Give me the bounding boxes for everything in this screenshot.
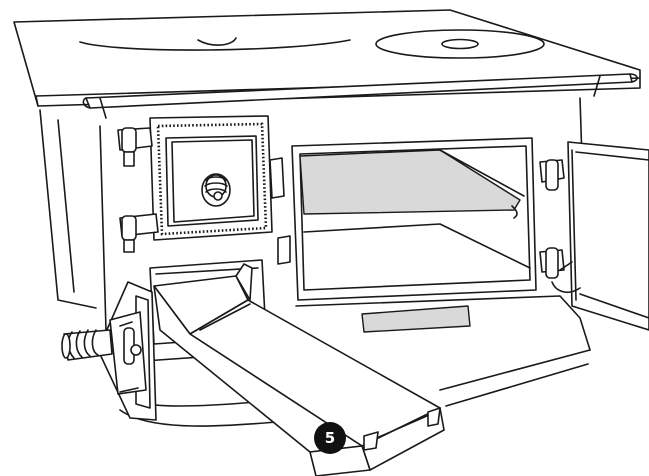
firebox-door (117, 115, 291, 265)
front-rail (82, 73, 638, 119)
oven-door-open (539, 141, 649, 331)
hotplate-left (79, 39, 351, 51)
stove-body (39, 97, 583, 331)
ashpit-door-knob (61, 329, 113, 361)
ashpit-door-open (61, 281, 157, 421)
hotplate-right (375, 29, 545, 59)
firebox-door-latch (269, 157, 285, 199)
draught-control-knob (201, 173, 231, 207)
firebox-door-hinge-bottom (119, 213, 159, 253)
oven-opening (291, 137, 537, 333)
firebox-door-hinge-top (117, 127, 153, 167)
oven-shelf (299, 149, 521, 215)
callout-number: 5 (325, 429, 335, 447)
callout-marker: 5 (314, 422, 346, 454)
callout-circle (314, 422, 346, 454)
oven-bottom-vent (361, 305, 471, 333)
